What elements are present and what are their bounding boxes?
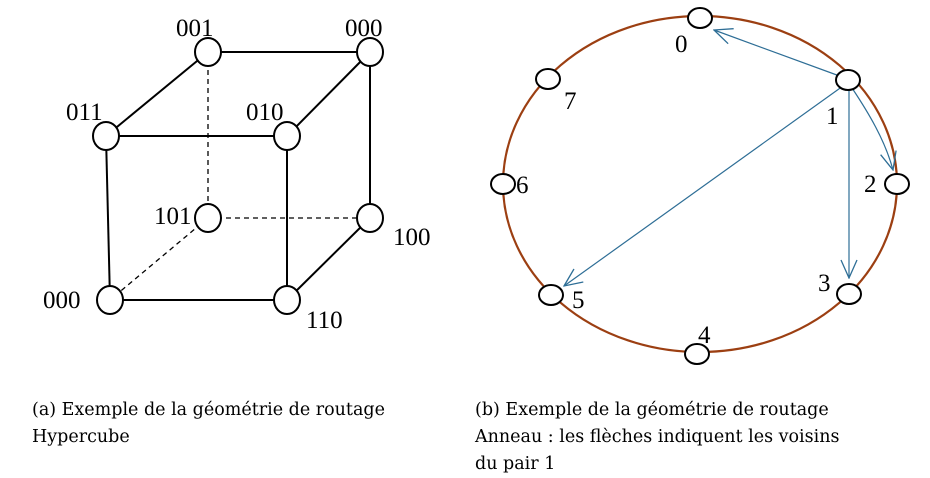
ring-diagram: 0 1 2 3 4 5 6 7 [490,7,910,365]
cube-node-001 [194,37,222,67]
caption-a-line-2: Hypercube [32,427,130,447]
caption-b-line-1: (b) Exemple de la géométrie de routage [475,400,829,420]
ring-label-5: 5 [572,287,585,314]
cube-node-101 [194,203,222,233]
ring-label-1: 1 [826,103,839,130]
ring-circle [501,14,899,354]
cube-label-110: 110 [306,307,343,334]
caption-ring: (b) Exemple de la géométrie de routage A… [475,397,920,478]
neighbor-arrows [564,30,893,286]
cube-label-000-top: 000 [345,15,383,42]
cube-node-110 [273,285,301,315]
ring-node-1 [835,69,861,91]
caption-a-line-1: (a) Exemple de la géométrie de routage [32,400,385,420]
cube-node-100 [356,203,384,233]
arrow-1-to-2 [851,87,893,170]
ring-node-2 [884,173,910,195]
ring-label-0: 0 [675,31,688,58]
ring-label-7: 7 [564,88,577,115]
caption-b-line-3: du pair 1 [475,454,556,474]
cube-label-010: 010 [246,99,284,126]
hypercube-diagram [92,37,384,315]
cube-label-101: 101 [154,203,192,230]
ring-label-2: 2 [864,171,877,198]
ring-label-4: 4 [698,322,711,349]
ring-node-5 [538,284,564,306]
cube-node-010 [273,121,301,151]
ring-node-0 [687,7,713,29]
edge-001-011 [105,51,209,137]
cube-label-000-bottom: 000 [43,287,81,314]
routing-geometry-figure: 001 000 011 010 101 100 000 110 [43,7,910,365]
ring-node-4 [684,343,710,365]
ring-node-3 [836,283,862,305]
cube-label-100: 100 [393,224,431,251]
ring-node-7 [535,68,561,90]
ring-nodes [490,7,910,365]
edge-101-000b [109,217,209,301]
cube-node-000-bottom [96,285,124,315]
edge-100-110 [286,217,371,301]
ring-node-6 [490,173,516,195]
arrow-1-to-0 [714,30,846,79]
cube-node-000-top [356,37,384,67]
cube-label-001: 001 [176,15,214,42]
hypercube-labels: 001 000 011 010 101 100 000 110 [43,15,431,334]
ring-label-6: 6 [516,172,529,199]
ring-label-3: 3 [818,270,831,297]
ring-labels: 0 1 2 3 4 5 6 7 [516,31,877,349]
cube-node-011 [92,121,120,151]
caption-b-line-2: Anneau : les flèches indiquent les voisi… [475,427,840,447]
edge-011-000b [105,135,111,301]
cube-label-011: 011 [66,99,103,126]
caption-hypercube: (a) Exemple de la géométrie de routage H… [32,397,472,451]
arrow-1-to-5 [564,85,844,286]
edge-000-010 [286,51,371,137]
